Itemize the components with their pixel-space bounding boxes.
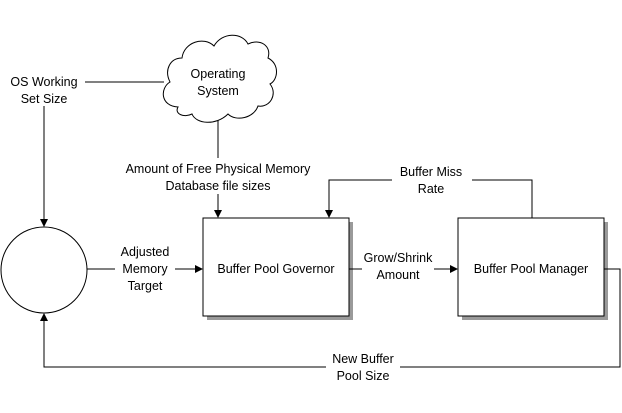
free-memory-arrowhead: [214, 210, 222, 218]
new-buffer-pool-size-line: [43, 268, 621, 368]
os-working-set-label-line2: Set Size: [21, 92, 68, 106]
buffer-pool-manager-box: [457, 217, 605, 317]
new-buffer-pool-size-label-line1: New Buffer: [332, 352, 394, 366]
adjusted-memory-target-label-line2: Memory: [122, 262, 168, 276]
buffer-pool-manager-label: Buffer Pool Manager: [474, 262, 588, 276]
buffer-miss-rate-label-line1: Buffer Miss: [400, 165, 462, 179]
buffer-miss-rate-arrowhead: [325, 210, 333, 218]
free-memory-edge: Amount of Free Physical Memory Database …: [112, 120, 324, 218]
adjusted-memory-target-arrowhead: [195, 265, 203, 273]
memory-adjuster-circle: [0, 226, 88, 314]
grow-shrink-edge: Grow/Shrink Amount: [349, 249, 458, 285]
adjusted-memory-target-label-line3: Target: [128, 279, 163, 293]
os-working-set-edge: OS Working Set Size: [3, 72, 164, 227]
new-buffer-pool-size-edge: New Buffer Pool Size: [40, 268, 621, 386]
buffer-pool-manager-node: Buffer Pool Manager: [457, 217, 608, 320]
grow-shrink-arrowhead: [450, 265, 458, 273]
os-working-set-label-line1: OS Working: [10, 75, 77, 89]
operating-system-cloud: [162, 34, 277, 123]
grow-shrink-label-line2: Amount: [376, 268, 420, 282]
free-memory-label-line2: Database file sizes: [166, 179, 271, 193]
buffer-pool-governor-label: Buffer Pool Governor: [217, 262, 334, 276]
buffer-miss-rate-edge: Buffer Miss Rate: [325, 163, 533, 218]
buffer-pool-governor-box: [202, 217, 350, 317]
new-buffer-pool-size-arrowhead: [40, 313, 48, 321]
new-buffer-pool-size-label-line2: Pool Size: [337, 369, 390, 383]
grow-shrink-label-line1: Grow/Shrink: [364, 251, 434, 265]
adjusted-memory-target-label-line1: Adjusted: [121, 245, 170, 259]
buffer-pool-governor-node: Buffer Pool Governor: [202, 217, 353, 320]
operating-system-label-line1: Operating: [191, 67, 246, 81]
operating-system-label-line2: System: [197, 84, 239, 98]
buffer-miss-rate-label-line2: Rate: [418, 182, 444, 196]
operating-system-node: Operating System: [162, 34, 277, 123]
os-working-set-arrowhead: [40, 219, 48, 227]
adjusted-memory-target-edge: Adjusted Memory Target: [87, 240, 203, 296]
free-memory-label-line1: Amount of Free Physical Memory: [126, 162, 312, 176]
